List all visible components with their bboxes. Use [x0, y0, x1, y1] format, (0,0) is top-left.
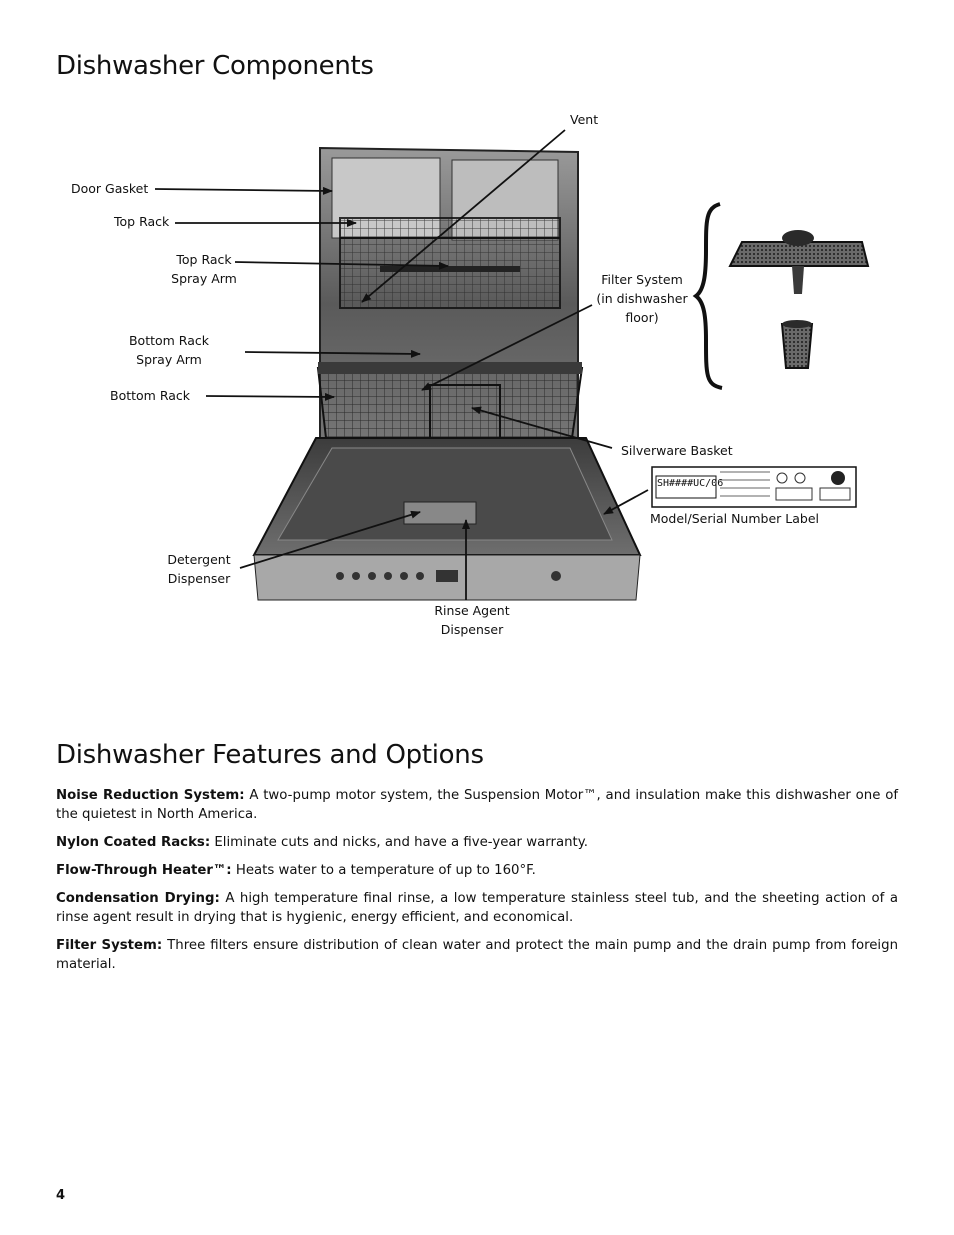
components-heading: Dishwasher Components	[56, 51, 374, 81]
features-heading: Dishwasher Features and Options	[56, 740, 484, 770]
feature-condensation-drying: Condensation Drying: A high temperature …	[56, 891, 898, 925]
filter-system-label: Filter System (in dishwasher floor)	[596, 272, 688, 325]
page-number: 4	[56, 1188, 66, 1203]
label-plate-model-text: SH####UC/06	[657, 478, 724, 489]
features-list: Noise Reduction System: A two-pump motor…	[56, 786, 898, 983]
leader-lines	[154, 129, 649, 600]
rinse-agent-dispenser-label: Rinse Agent Dispenser	[434, 603, 510, 637]
feature-flow-through-heater: Flow-Through Heater™: Heats water to a t…	[56, 863, 536, 878]
detergent-dispenser-label: Detergent Dispenser	[167, 552, 231, 586]
model-serial-plate	[651, 466, 857, 508]
vent-label: Vent	[570, 112, 599, 127]
bottom-rack-spray-arm-label: Bottom Rack Spray Arm	[128, 333, 209, 367]
dishwasher-illustration	[154, 129, 870, 601]
top-rack-label: Top Rack	[114, 214, 170, 229]
silverware-basket-label: Silverware Basket	[621, 443, 733, 458]
filter-system-illustration	[692, 202, 870, 390]
top-rack-spray-arm-label: Top Rack Spray Arm	[171, 252, 237, 286]
feature-filter-system: Filter System: Three filters ensure dist…	[56, 938, 898, 972]
feature-nylon-racks: Nylon Coated Racks: Eliminate cuts and n…	[56, 835, 588, 850]
door-gasket-label: Door Gasket	[71, 181, 149, 196]
model-serial-label: Model/Serial Number Label	[650, 511, 819, 526]
feature-noise-reduction: Noise Reduction System: A two-pump motor…	[56, 788, 899, 822]
dishwasher-body	[252, 146, 642, 601]
dishwasher-diagram: Vent Door Gasket Top Rack Top Rack Spray…	[0, 100, 954, 660]
bottom-rack-label: Bottom Rack	[110, 388, 191, 403]
